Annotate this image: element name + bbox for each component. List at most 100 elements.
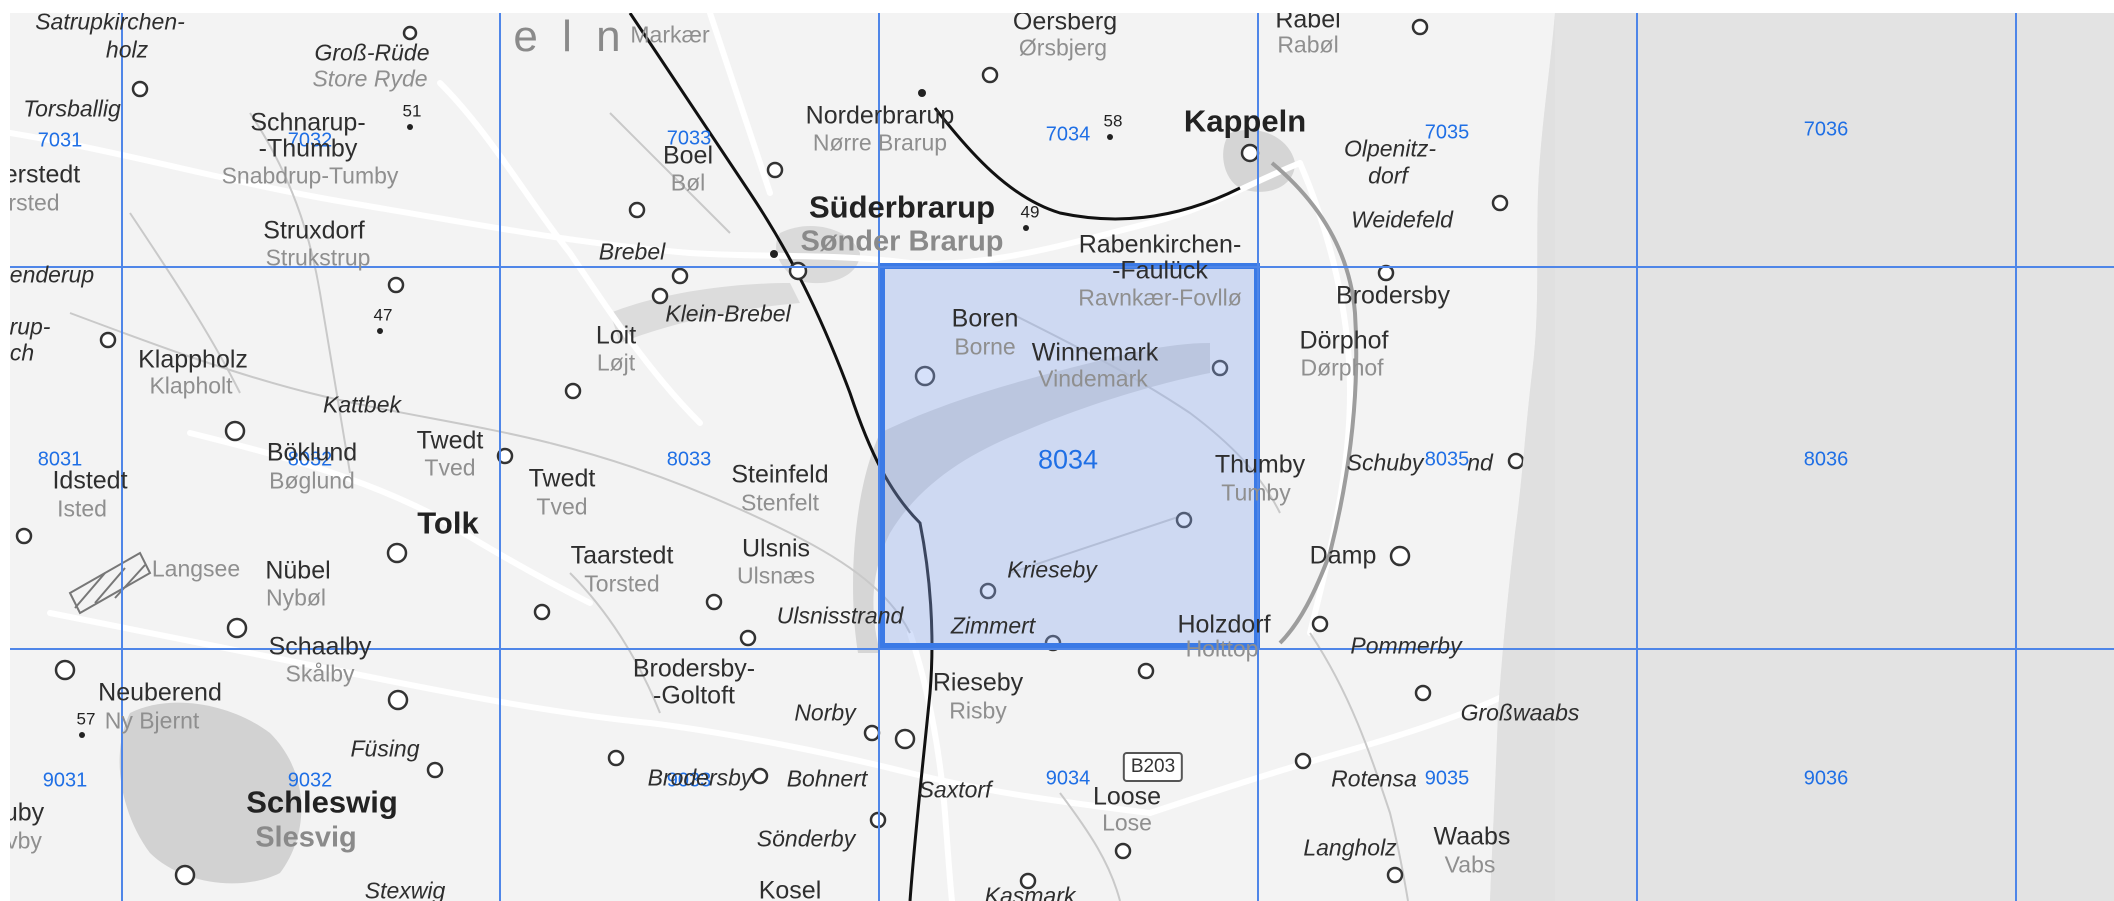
elevation-label: 49	[1020, 202, 1040, 222]
place-label-alt: Sønder Brarup	[800, 225, 1004, 258]
grid-line-v6	[2015, 13, 2017, 901]
place-label: Süderbrarup	[808, 189, 996, 225]
place-label: Zimmert	[950, 612, 1036, 639]
grid-cell-7033[interactable]: 7033	[666, 127, 712, 150]
place-label: Loit	[595, 321, 637, 350]
place-label-alt: Markær	[630, 21, 710, 48]
place-label: Langholz	[1303, 834, 1397, 861]
place-label: Brodersby	[647, 764, 753, 791]
grid-cell-9031[interactable]: 9031	[42, 769, 88, 792]
grid-cell-8034[interactable]: 8034	[1037, 444, 1099, 475]
place-label-alt: Lose	[1102, 809, 1152, 836]
grid-cell-8032[interactable]: 8032	[287, 448, 333, 471]
place-label: Norderbrarup	[805, 101, 955, 130]
road-shield-b203: B203	[1122, 752, 1184, 782]
place-label-alt: Løjt	[596, 349, 636, 376]
grid-cell-7031[interactable]: 7031	[37, 129, 83, 152]
grid-cell-9035[interactable]: 9035	[1424, 767, 1470, 790]
grid-cell-8035[interactable]: 8035	[1424, 448, 1470, 471]
place-label: Schnarup-	[250, 108, 366, 137]
place-label-alt: Nørre Brarup	[812, 129, 948, 156]
place-label: ch	[10, 339, 35, 366]
langsee-hatch	[68, 551, 152, 615]
grid-cell-9032[interactable]: 9032	[287, 769, 333, 792]
place-label: Loose	[1092, 782, 1162, 811]
place-label-alt: Isted	[57, 495, 107, 522]
region-label: e l n	[513, 13, 627, 61]
place-label: Steinfeld	[731, 460, 829, 489]
grid-cell-7032[interactable]: 7032	[287, 129, 333, 152]
place-label-alt: Rabøl	[1277, 31, 1339, 58]
place-label-alt: Tved	[424, 454, 476, 481]
place-label: Rabel	[1275, 13, 1341, 34]
place-label: Struxdorf	[263, 216, 365, 245]
place-label-alt: Holttop	[1185, 635, 1259, 662]
place-label: Satrupkirchen-	[35, 13, 185, 35]
place-label: Ulsnis	[741, 534, 811, 563]
place-label-alt: Tumby	[1221, 479, 1291, 506]
settlement-markers	[15, 18, 1525, 890]
place-label-alt: Nybøl	[265, 584, 327, 611]
grid-cell-7034[interactable]: 7034	[1045, 123, 1091, 146]
place-label: Kosel	[758, 876, 822, 901]
place-label: enderup	[10, 261, 95, 288]
place-label: Rabenkirchen-	[1078, 230, 1242, 259]
place-label: Schleswig	[246, 784, 398, 820]
grid-cell-8033[interactable]: 8033	[666, 448, 712, 471]
grid-line-h1	[10, 266, 2114, 268]
place-label: Brodersby-	[632, 654, 756, 683]
map-view[interactable]: 7031 7032 7033 7034 7035 7036 8031 8032 …	[10, 13, 2114, 901]
place-label: -Goltoft	[653, 681, 735, 710]
schlei-water	[853, 343, 1210, 653]
map-base-layer	[10, 13, 2114, 901]
place-label-alt: Tved	[536, 493, 588, 520]
place-label: Holzdorf	[1177, 610, 1271, 639]
place-label: -Faulück	[1112, 256, 1208, 285]
place-label-alt: Ulsnæs	[737, 562, 815, 589]
road-network	[10, 13, 1513, 901]
place-label: Kasmark	[984, 882, 1076, 901]
grid-cell-9036[interactable]: 9036	[1803, 767, 1849, 790]
grid-cell-7035[interactable]: 7035	[1424, 121, 1470, 144]
elevation-dots	[79, 89, 1113, 738]
place-label: Dörphof	[1299, 326, 1389, 355]
place-label-alt: Snabdrup-Tumby	[221, 162, 399, 189]
place-label: -Thumby	[258, 134, 358, 163]
grid-cell-8036[interactable]: 8036	[1803, 448, 1849, 471]
grid-cell-8031[interactable]: 8031	[37, 448, 83, 471]
kappeln-town	[1223, 129, 1295, 192]
grid-cell-9033[interactable]: 9033	[666, 769, 712, 792]
place-label-alt: Borne	[954, 333, 1016, 360]
place-label: Großwaabs	[1460, 699, 1580, 726]
place-label: Waabs	[1433, 822, 1511, 851]
place-label: Schaalby	[268, 632, 372, 661]
place-label-alt: Store Ryde	[312, 65, 428, 92]
place-label: rup-	[10, 313, 51, 340]
place-label: Tolk	[417, 505, 479, 541]
place-label: Rotensa	[1331, 765, 1417, 792]
place-label-alt: Risby	[949, 697, 1007, 724]
place-label-alt: Slesvig	[255, 821, 357, 854]
place-label: Taarstedt	[570, 541, 674, 570]
railway-east	[933, 107, 1241, 221]
grid-cell-9034[interactable]: 9034	[1045, 767, 1091, 790]
place-label-alt: Klapholt	[149, 372, 233, 399]
place-label: Füsing	[350, 735, 420, 762]
grid-line-v1	[121, 13, 123, 901]
place-label: Schuby	[1346, 449, 1424, 476]
place-label-alt: rsted	[10, 189, 60, 216]
elevation-label: 58	[1103, 111, 1123, 131]
place-label: dorf	[1368, 162, 1408, 189]
place-label: Twedt	[416, 426, 484, 455]
place-label: Neuberend	[98, 678, 222, 707]
place-label: nd	[1467, 449, 1493, 476]
grid-cell-7036[interactable]: 7036	[1803, 118, 1849, 141]
place-label: Winnemark	[1031, 338, 1159, 367]
place-label-alt: Ørsbjerg	[1018, 34, 1108, 61]
elevation-label: 57	[76, 709, 96, 729]
place-label-alt: Strukstrup	[265, 244, 371, 271]
selected-cell-8034	[879, 263, 1260, 649]
schlei-water-west	[610, 283, 800, 343]
place-label: Oersberg	[1012, 13, 1118, 36]
grid-line-v2	[499, 13, 501, 901]
